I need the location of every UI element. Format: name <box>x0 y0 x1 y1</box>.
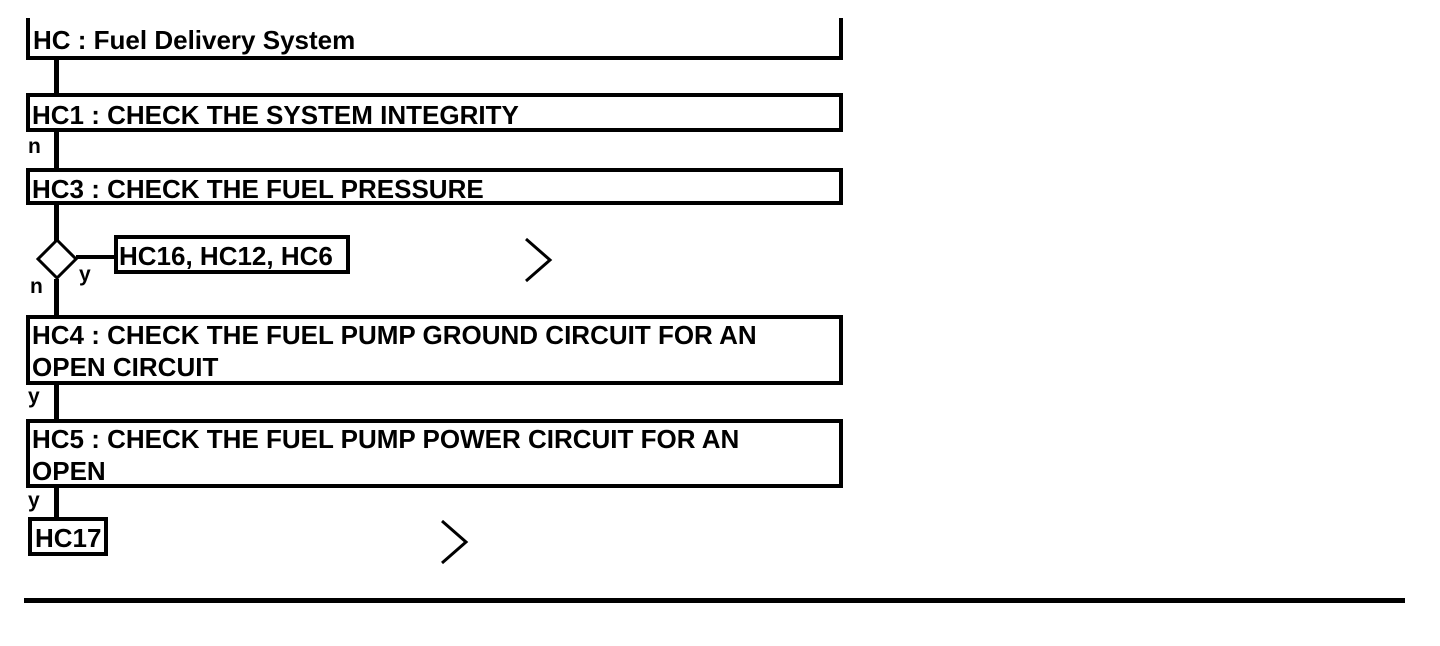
step-hc4: HC4 : CHECK THE FUEL PUMP GROUND CIRCUIT… <box>26 315 843 385</box>
connector-hc3-decision <box>54 205 59 241</box>
step-hc3: HC3 : CHECK THE FUEL PRESSURE <box>26 168 843 205</box>
yes-target-label: HC16, HC12, HC6 <box>119 241 333 271</box>
step-hc4-line2: OPEN CIRCUIT <box>32 352 219 382</box>
step-hc1: HC1 : CHECK THE SYSTEM INTEGRITY <box>26 93 843 132</box>
decision-no-label: n <box>30 275 43 298</box>
page-divider <box>24 598 1405 603</box>
hc5-exit-label: y <box>28 489 40 512</box>
decision-diamond <box>36 238 78 280</box>
connector-hc5-hc17 <box>54 488 59 518</box>
step-hc1-label: HC1 : CHECK THE SYSTEM INTEGRITY <box>32 100 519 130</box>
connector-hc1-hc3 <box>54 132 59 168</box>
chevron-right-icon[interactable] <box>523 237 555 283</box>
connector-header-hc1 <box>54 60 59 93</box>
decision-yes-label: y <box>79 263 91 286</box>
chevron-right-icon[interactable] <box>439 519 471 565</box>
step-hc4-line1: HC4 : CHECK THE FUEL PUMP GROUND CIRCUIT… <box>32 320 757 350</box>
hc4-exit-label: y <box>28 385 40 408</box>
step-hc5: HC5 : CHECK THE FUEL PUMP POWER CIRCUIT … <box>26 419 843 488</box>
hc1-exit-label: n <box>28 135 41 158</box>
yes-target-box[interactable]: HC16, HC12, HC6 <box>114 235 350 274</box>
header-title: HC : Fuel Delivery System <box>33 25 356 55</box>
step-hc5-line2: OPEN <box>32 456 106 486</box>
step-hc3-label: HC3 : CHECK THE FUEL PRESSURE <box>32 174 484 204</box>
decision-yes-connector <box>76 255 118 259</box>
step-hc5-line1: HC5 : CHECK THE FUEL PUMP POWER CIRCUIT … <box>32 424 740 454</box>
connector-hc4-hc5 <box>54 385 59 419</box>
end-target-box[interactable]: HC17 <box>28 517 108 556</box>
header-box: HC : Fuel Delivery System <box>26 18 843 60</box>
end-target-label: HC17 <box>35 523 102 553</box>
connector-decision-hc4 <box>54 279 59 316</box>
